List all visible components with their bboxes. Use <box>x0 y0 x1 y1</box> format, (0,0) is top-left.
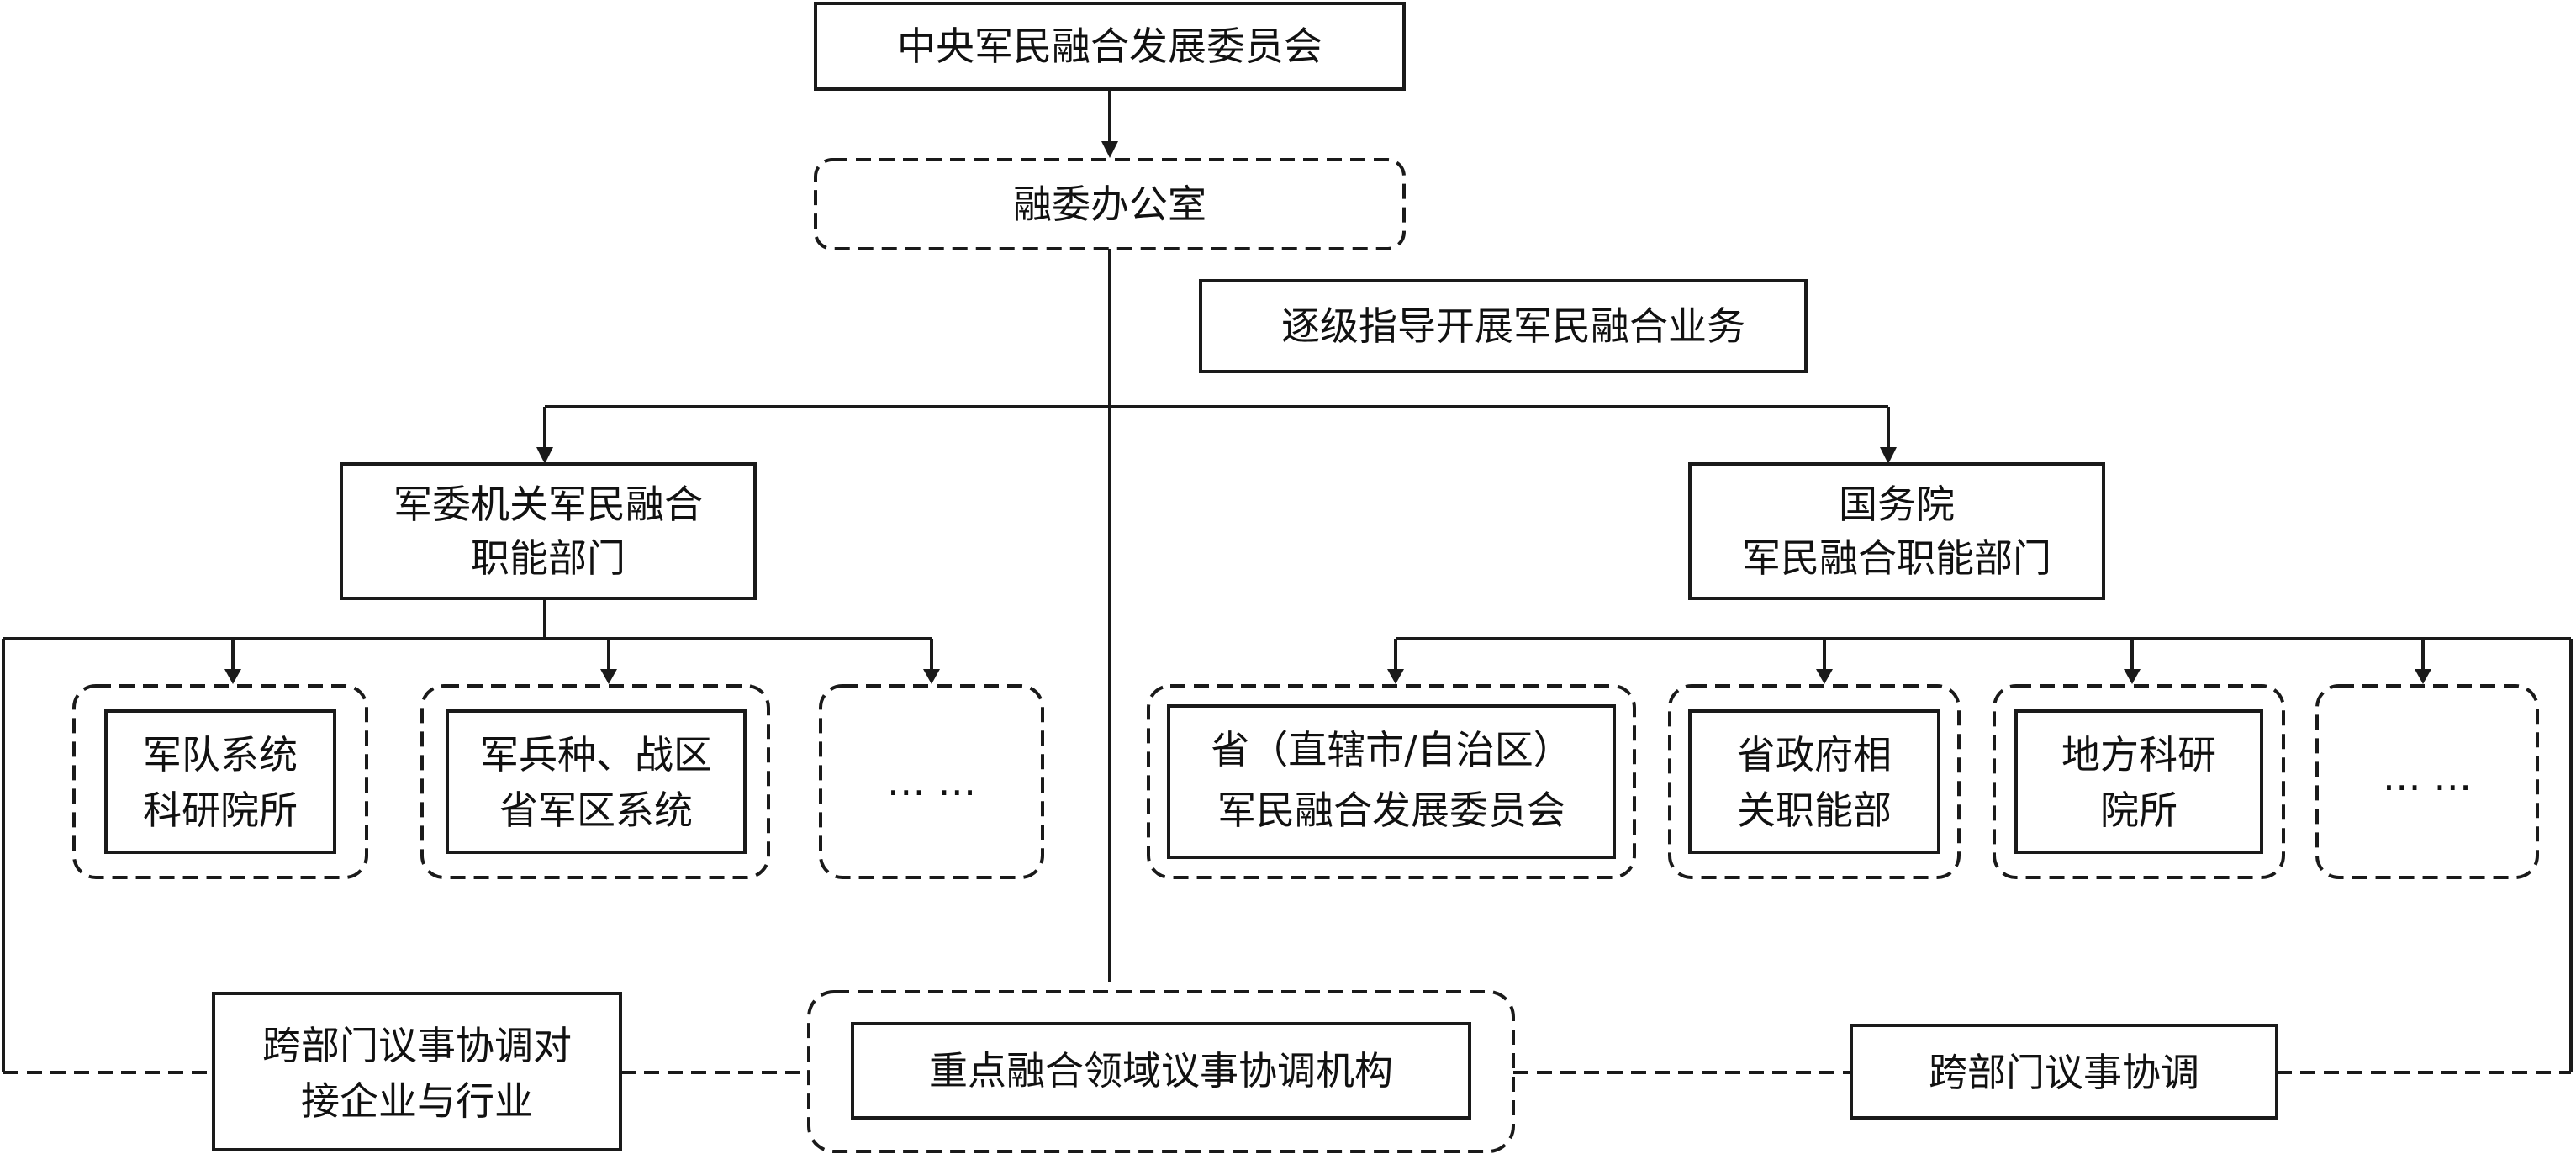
services-line2: 省军区系统 <box>499 788 693 833</box>
cross-right-label: 跨部门议事协调 <box>1929 1050 2199 1095</box>
prov-gov-line2: 关职能部 <box>1737 788 1892 833</box>
army-research-line2: 科研院所 <box>143 788 298 833</box>
state-more-label: … … <box>2383 754 2473 799</box>
cross-left-line1: 跨部门议事协调对 <box>262 1023 572 1068</box>
military-more-node: … … <box>819 684 1044 879</box>
office-label: 融委办公室 <box>1013 182 1206 227</box>
services-line1: 军兵种、战区 <box>480 732 712 777</box>
central-committee-label: 中央军民融合发展委员会 <box>897 24 1322 69</box>
cross-left-line2: 接企业与行业 <box>301 1078 533 1124</box>
province-line2: 军民融合发展委员会 <box>1217 788 1565 833</box>
key-coordination-label: 重点融合领域议事协调机构 <box>929 1048 1393 1093</box>
military-more-label: … … <box>887 759 977 804</box>
key-coordination-node: 重点融合领域议事协调机构 <box>807 990 1515 1153</box>
guide-label: 逐级指导开展军民融合业务 <box>1281 303 1745 349</box>
army-research-node: 军队系统 科研院所 <box>72 684 368 879</box>
provincial-government-node: 省政府相 关职能部 <box>1668 684 1961 879</box>
services-node: 军兵种、战区 省军区系统 <box>420 684 770 879</box>
province-line1: 省（直辖市/自治区） <box>1211 727 1572 772</box>
local-research-line2: 院所 <box>2100 788 2177 833</box>
state-more-node: … … <box>2315 684 2539 879</box>
military-dept-line1: 军委机关军民融合 <box>393 482 703 527</box>
military-dept-line2: 职能部门 <box>471 535 626 581</box>
military-dept-node: 军委机关军民融合 职能部门 <box>340 462 757 600</box>
state-dept-line2: 军民融合职能部门 <box>1742 535 2051 581</box>
central-committee-node: 中央军民融合发展委员会 <box>814 2 1406 91</box>
cross-dept-node: 跨部门议事协调 <box>1850 1024 2278 1120</box>
state-dept-node: 国务院 军民融合职能部门 <box>1688 462 2105 600</box>
army-research-line1: 军队系统 <box>143 732 298 777</box>
office-node: 融委办公室 <box>814 158 1406 250</box>
local-research-line1: 地方科研 <box>2061 732 2216 777</box>
local-research-node: 地方科研 院所 <box>1993 684 2285 879</box>
province-committee-node: 省（直辖市/自治区） 军民融合发展委员会 <box>1147 684 1636 879</box>
guide-note: 逐级指导开展军民融合业务 <box>1199 279 1808 373</box>
connectors <box>2 89 2573 1074</box>
prov-gov-line1: 省政府相 <box>1737 732 1892 777</box>
cross-dept-enterprise-node: 跨部门议事协调对 接企业与行业 <box>212 992 622 1151</box>
state-dept-line1: 国务院 <box>1839 482 1955 527</box>
